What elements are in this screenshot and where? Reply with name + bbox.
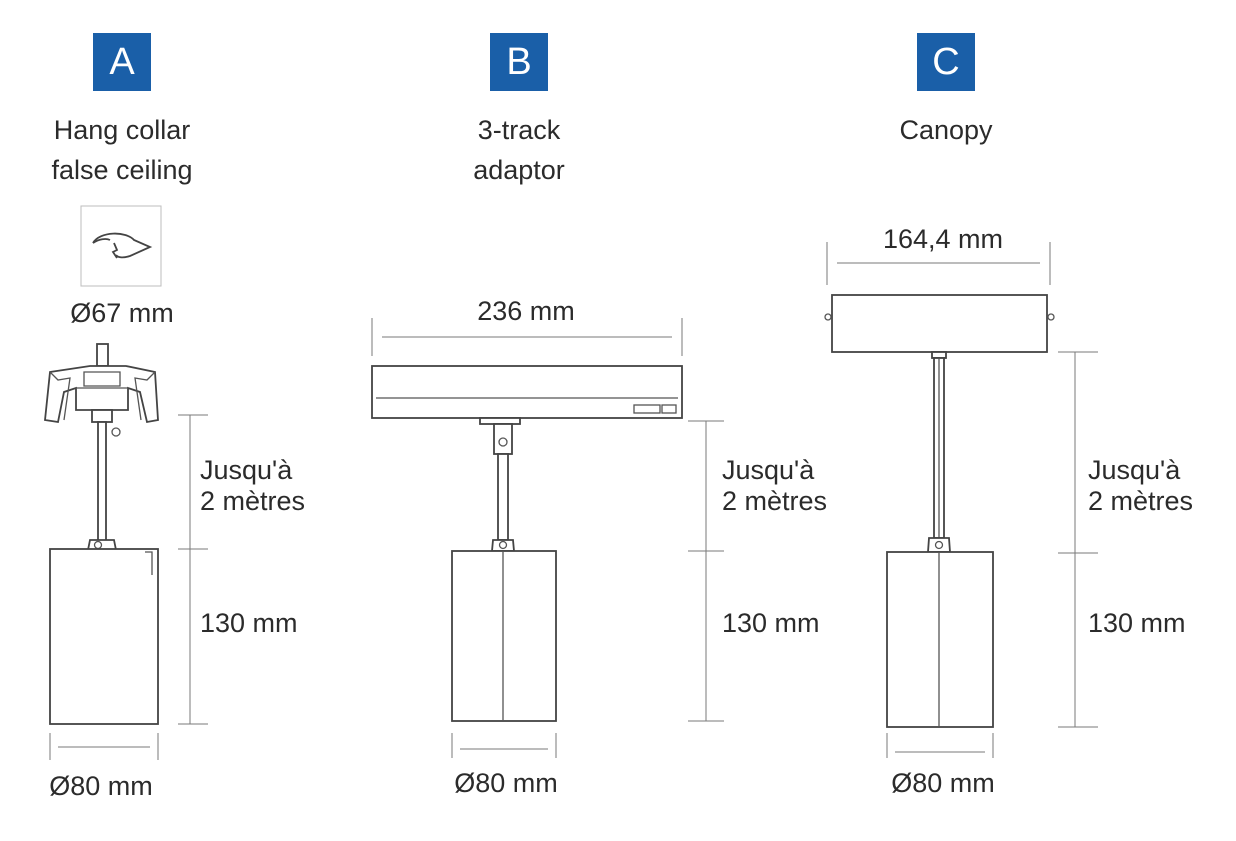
variant-c-badge: C: [917, 33, 975, 91]
track-adaptor-fixture: [371, 365, 683, 722]
variant-c-dimensions: [826, 242, 1098, 758]
variant-b-height-dimension: 130 mm: [722, 608, 820, 638]
variant-a-top-dimension: Ø67 mm: [70, 298, 174, 328]
variant-b-dimensions: [371, 318, 724, 758]
variant-c-height-dimension: 130 mm: [1088, 608, 1186, 638]
variant-c-cable-length: Jusqu'à 2 mètres: [1088, 455, 1194, 516]
variant-b-top-dimension: 236 mm: [477, 296, 575, 326]
variant-c-diameter-dimension: Ø80 mm: [891, 768, 995, 798]
variant-b-diameter-dimension: Ø80 mm: [454, 768, 558, 798]
variant-a-badge: A: [93, 33, 151, 91]
false-ceiling-mount-icon: [80, 205, 162, 287]
hang-collar-fixture: [44, 343, 159, 725]
variant-a-dimensions: [49, 414, 208, 760]
canopy-fixture: [824, 294, 1055, 728]
variant-a-title: Hang collar false ceiling: [51, 115, 193, 185]
variant-b-title: 3-track adaptor: [473, 115, 565, 185]
variant-a-height-dimension: 130 mm: [200, 608, 298, 638]
variant-b-badge: B: [490, 33, 548, 91]
variant-c-title: Canopy: [899, 115, 993, 145]
variant-b-cable-length: Jusqu'à 2 mètres: [722, 455, 828, 516]
variant-a-diameter-dimension: Ø80 mm: [49, 771, 153, 801]
variant-a-cable-length: Jusqu'à 2 mètres: [200, 455, 306, 516]
variant-c-top-dimension: 164,4 mm: [882, 224, 1004, 254]
